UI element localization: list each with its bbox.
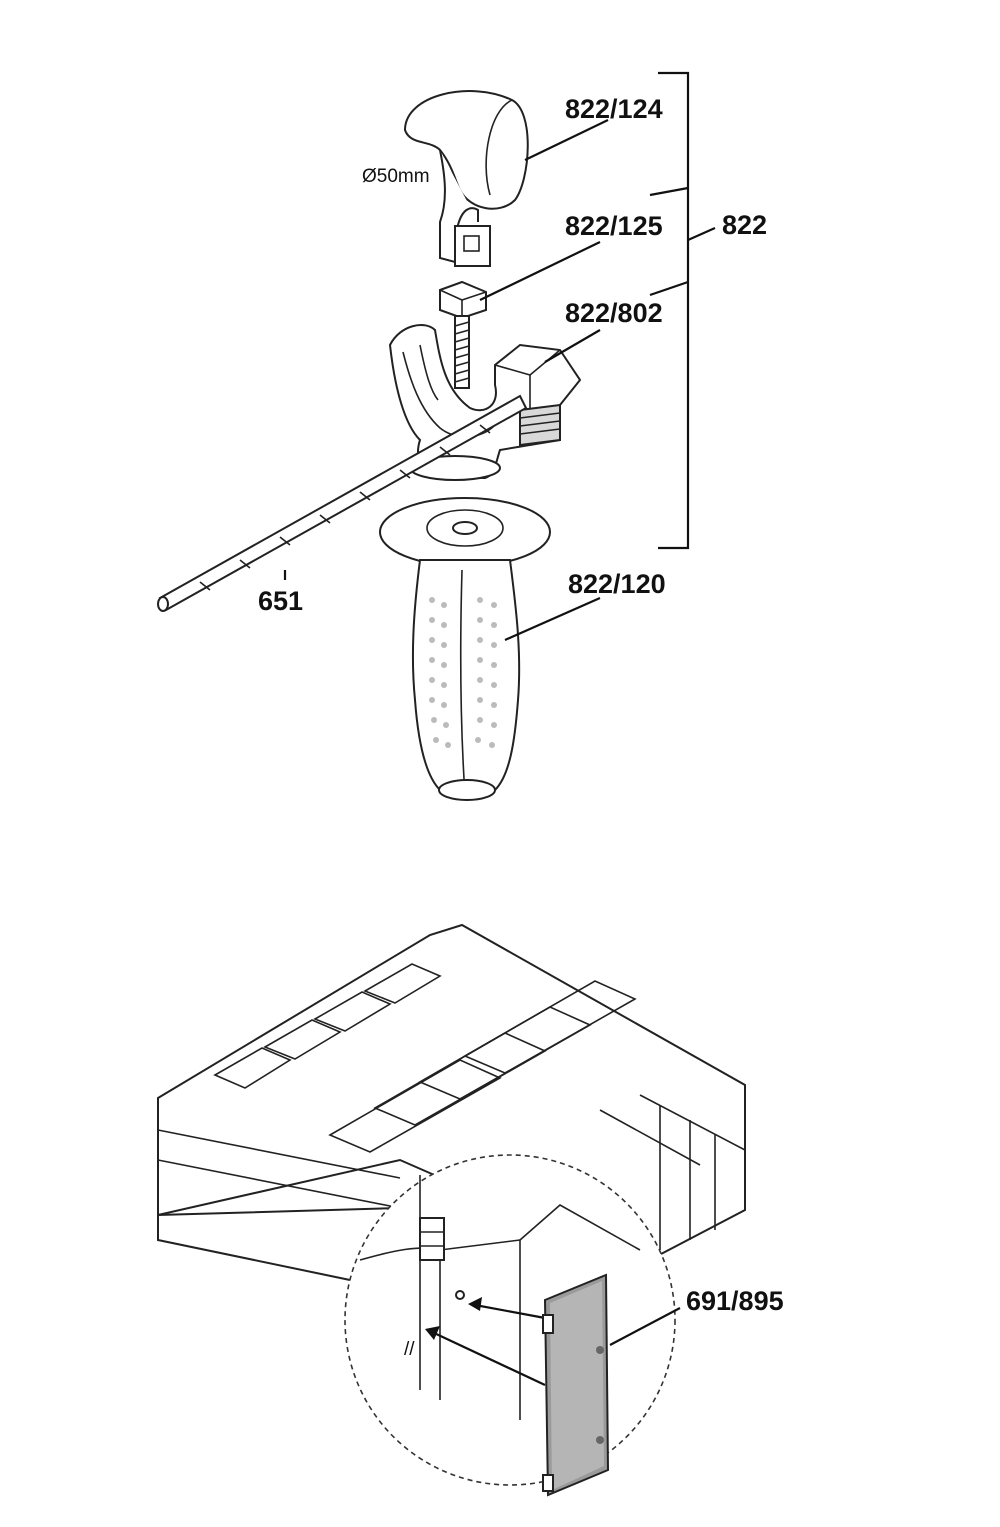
holder-icon xyxy=(388,324,582,481)
label-691-895: 691/895 xyxy=(686,1286,784,1316)
label-822: 822 xyxy=(722,210,767,240)
label-651: 651 xyxy=(258,586,303,616)
depth-rod-icon xyxy=(157,394,528,612)
clamp-band-icon xyxy=(403,90,529,267)
screw-icon xyxy=(439,280,487,389)
svg-text://: // xyxy=(404,1339,415,1360)
label-822-120: 822/120 xyxy=(568,569,666,599)
magnifier-circle: // xyxy=(344,1154,676,1486)
insert-plate-icon xyxy=(542,1273,610,1497)
arrow-icon xyxy=(425,1297,546,1386)
label-822-125: 822/125 xyxy=(565,211,663,241)
diameter-label: Ø50mm xyxy=(362,166,430,187)
label-822-124: 822/124 xyxy=(565,94,663,124)
carrying-case-icon xyxy=(157,923,746,1282)
label-822-802: 822/802 xyxy=(565,298,663,328)
handle-icon xyxy=(379,497,551,801)
leader-line-691-895 xyxy=(609,1307,681,1346)
leader-lines xyxy=(283,71,716,642)
